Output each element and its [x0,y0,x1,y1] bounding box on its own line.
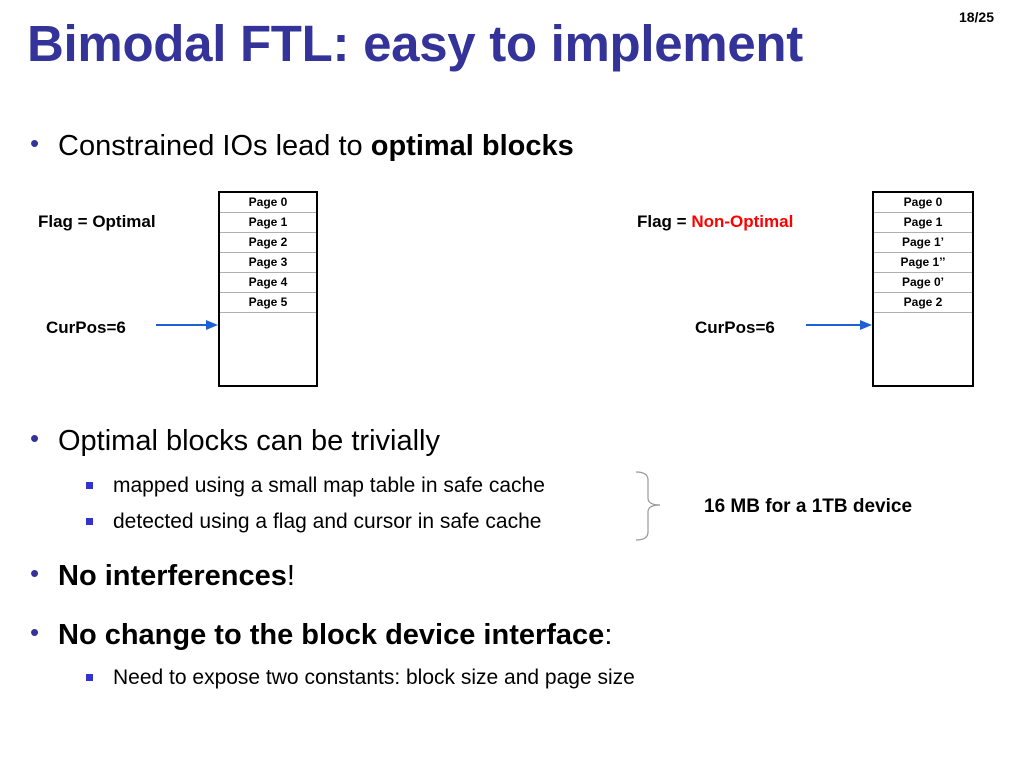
page-row: Page 4 [220,273,316,293]
square-bullet-icon [86,674,93,681]
sub-bullet-text: Need to expose two constants: block size… [113,666,635,689]
bullet-text: Optimal blocks can be trivially [58,425,440,457]
bullet-constrained-ios: • Constrained IOs lead to optimal blocks [30,128,574,163]
slide-title: Bimodal FTL: easy to implement [27,15,803,72]
sub-bullet-detected: detected using a flag and cursor in safe… [86,510,541,534]
page-row: Page 0’ [874,273,972,293]
bullet-no-change-interface: • No change to the block device interface… [30,617,613,652]
bullet-dot-icon: • [30,128,40,158]
bullet-optimal-blocks: • Optimal blocks can be trivially [30,423,440,458]
slide-number: 18/25 [958,9,994,25]
page-row: Page 1’’ [874,253,972,273]
page-row: Page 2 [220,233,316,253]
bullet-text: Constrained IOs lead to [58,130,371,162]
bullet-no-interferences: • No interferences! [30,558,295,593]
page-row: Page 0 [874,193,972,213]
page-row: Page 3 [220,253,316,273]
bullet-bold-text: optimal blocks [370,130,574,162]
bullet-tail: ! [286,560,295,592]
flag-value-non-optimal: Non-Optimal [691,212,794,231]
bullet-bold-text: No change to the block device interface [58,619,605,651]
flag-optimal-label: Flag = Optimal [38,212,156,231]
cache-size-note: 16 MB for a 1TB device [704,496,913,517]
page-row: Page 0 [220,193,316,213]
bullet-dot-icon: • [30,617,40,647]
page-row: Page 1 [874,213,972,233]
page-row: Page 2 [874,293,972,313]
page-row: Page 1’ [874,233,972,253]
flag-non-optimal-label: Flag = Non-Optimal [637,212,793,232]
sub-bullet-expose-constants: Need to expose two constants: block size… [86,666,635,690]
non-optimal-block: Page 0 Page 1 Page 1’ Page 1’’ Page 0’ P… [872,191,974,387]
square-bullet-icon [86,482,93,489]
bullet-dot-icon: • [30,423,40,453]
square-bullet-icon [86,518,93,525]
curpos-right-label: CurPos=6 [695,318,775,337]
page-row: Page 5 [220,293,316,313]
flag-prefix: Flag = [637,212,692,231]
bullet-bold-text: No interferences [58,560,287,592]
bullet-dot-icon: • [30,558,40,588]
sub-bullet-text: detected using a flag and cursor in safe… [113,510,542,533]
cursor-arrow-left-icon [156,320,218,330]
bullet-tail: : [604,619,613,651]
sub-bullet-text: mapped using a small map table in safe c… [113,474,545,497]
optimal-block: Page 0 Page 1 Page 2 Page 3 Page 4 Page … [218,191,318,387]
right-brace-icon [635,471,661,541]
curpos-left-label: CurPos=6 [46,318,126,337]
page-row: Page 1 [220,213,316,233]
sub-bullet-mapped: mapped using a small map table in safe c… [86,474,545,498]
cursor-arrow-right-icon [806,320,872,330]
